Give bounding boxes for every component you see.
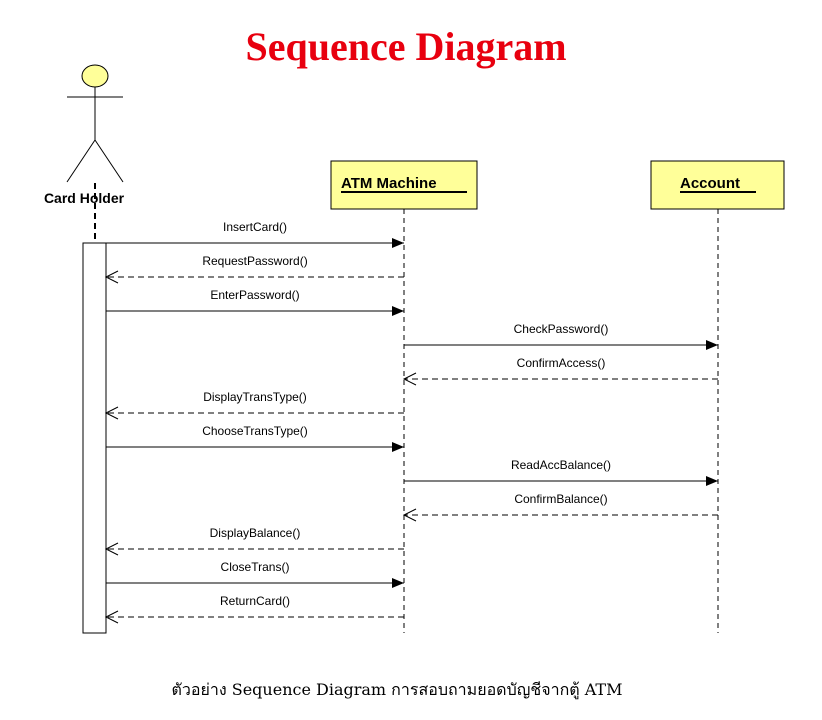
diagram-caption: ตัวอย่าง Sequence Diagram การสอบถามยอดบั…	[172, 680, 623, 700]
message-label: CloseTrans()	[221, 560, 290, 574]
open-arrowhead	[402, 372, 417, 386]
open-arrowhead	[402, 508, 417, 522]
message-label: ReadAccBalance()	[511, 458, 611, 472]
filled-arrowhead	[706, 476, 718, 486]
message-label: DisplayTransType()	[203, 390, 307, 404]
actor-head	[81, 64, 109, 88]
open-arrowhead	[104, 542, 119, 556]
message-label: ConfirmBalance()	[514, 492, 607, 506]
message-label: ReturnCard()	[220, 594, 290, 608]
open-arrowhead	[104, 610, 119, 624]
message-label: ConfirmAccess()	[517, 356, 606, 370]
activation-card-holder	[82, 242, 107, 634]
participant-atm-machine: ATM Machine	[341, 175, 437, 192]
message-label: InsertCard()	[223, 220, 287, 234]
message-label: CheckPassword()	[514, 322, 609, 336]
filled-arrowhead	[392, 578, 404, 588]
filled-arrowhead	[392, 306, 404, 316]
message-label: EnterPassword()	[210, 288, 299, 302]
diagram-title: Sequence Diagram	[245, 24, 566, 69]
message-label: ChooseTransType()	[202, 424, 308, 438]
participant-card-holder: Card Holder	[44, 190, 125, 206]
open-arrowhead	[104, 270, 119, 284]
message-label: DisplayBalance()	[210, 526, 301, 540]
filled-arrowhead	[392, 442, 404, 452]
participant-account: Account	[680, 175, 740, 192]
actor-leg-left	[66, 139, 96, 183]
filled-arrowhead	[706, 340, 718, 350]
card-holder-actor	[66, 64, 124, 183]
filled-arrowhead	[392, 238, 404, 248]
participant-box-account[interactable]	[650, 160, 785, 210]
message-label: RequestPassword()	[202, 254, 307, 268]
open-arrowhead	[104, 406, 119, 420]
participant-box-atm[interactable]	[330, 160, 478, 210]
actor-leg-right	[94, 139, 124, 183]
